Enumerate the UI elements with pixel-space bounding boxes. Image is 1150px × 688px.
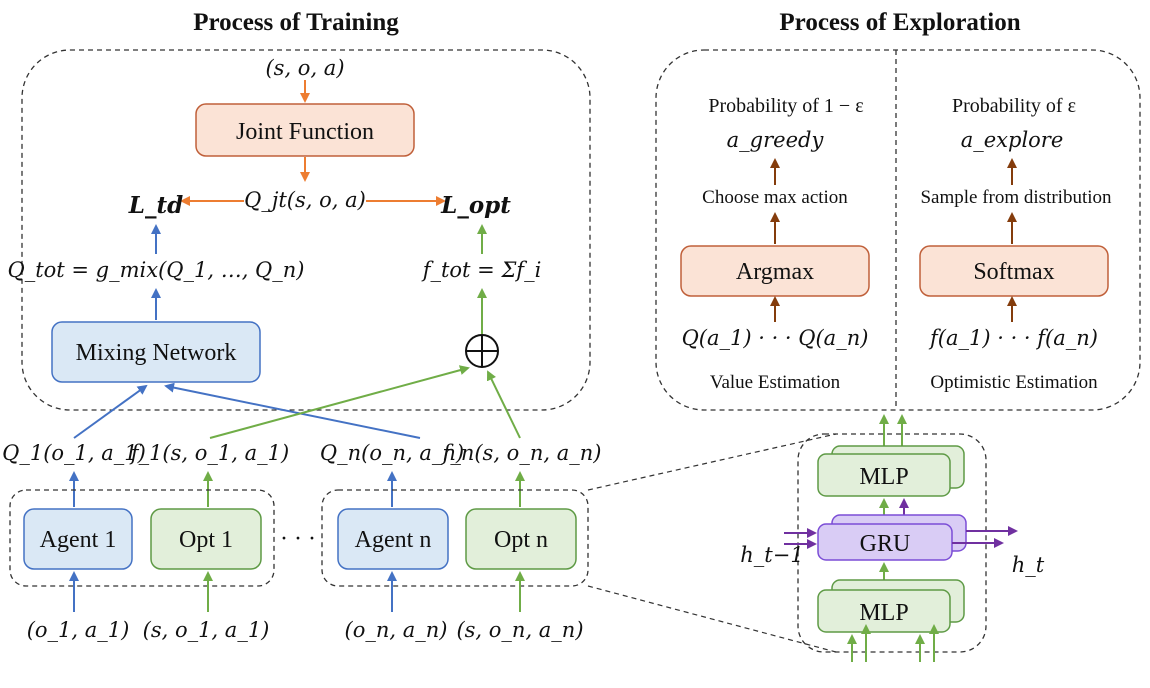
mlp-bottom-label: MLP [859, 600, 908, 626]
qn-label: Q_n(o_n, a_n) [320, 441, 464, 465]
q-values-label: Q(a_1) · · · Q(a_n) [682, 326, 869, 350]
sample-label: Sample from distribution [920, 187, 1112, 208]
value-estimation-label: Value Estimation [710, 372, 841, 393]
qn-to-mixing-arrow [164, 382, 421, 439]
zoom-line-top [587, 433, 837, 491]
fn-to-sum-arrow [486, 370, 521, 439]
fn-label: f_n(s, o_n, a_n) [441, 441, 602, 465]
qjt-label: Q_jt(s, o, a) [244, 188, 366, 212]
f1-to-sum-arrow [209, 365, 470, 439]
opt-n-label: Opt n [494, 527, 548, 553]
f1-label: f_1(s, o_1, a_1) [129, 441, 289, 465]
gru-label: GRU [860, 531, 911, 557]
agent-group-1 [9, 489, 275, 587]
prob-explore-label: Probability of ε [952, 95, 1076, 117]
training-panel [21, 49, 591, 411]
mixing-network-label: Mixing Network [76, 340, 237, 366]
qtot-label: Q_tot = g_mix(Q_1, …, Q_n) [7, 258, 304, 282]
prob-greedy-label: Probability of 1 − ε [708, 95, 863, 117]
sum-operator-icon [465, 334, 499, 368]
f-values-label: f(a_1) · · · f(a_n) [928, 326, 1098, 350]
agent1-input-label: (o_1, a_1) [27, 618, 130, 642]
opt-1-label: Opt 1 [179, 527, 233, 553]
ftot-label: f_tot = Σf_i [421, 258, 542, 282]
a-explore-label: a_explore [961, 128, 1064, 152]
agent-n-box [337, 508, 449, 570]
joint-function-box [195, 103, 415, 157]
optn-input-label: (s, o_n, a_n) [456, 618, 583, 642]
agent-group-n [321, 489, 589, 587]
softmax-label: Softmax [973, 259, 1054, 285]
optimistic-estimation-label: Optimistic Estimation [930, 372, 1098, 393]
q1-to-mixing-arrow [73, 384, 148, 439]
joint-input-label: (s, o, a) [265, 56, 344, 80]
opt1-input-label: (s, o_1, a_1) [143, 618, 270, 642]
agents-ellipsis: · · · [280, 526, 316, 552]
zoom-line-bottom [587, 585, 837, 653]
mixing-network-box [51, 321, 261, 383]
joint-function-label: Joint Function [236, 119, 374, 145]
mlp-top-box [817, 453, 951, 497]
agent-1-box [23, 508, 133, 570]
exploration-title: Process of Exploration [779, 9, 1020, 36]
mlp-bottom-box [817, 589, 951, 633]
mlp-top-label: MLP [859, 464, 908, 490]
opt-n-box [465, 508, 577, 570]
ltd-label: L_td [128, 192, 183, 219]
q1-label: Q_1(o_1, a_1) [2, 441, 146, 465]
h-prev-label: h_t−1 [740, 543, 803, 567]
agent-n-label: Agent n [355, 527, 432, 553]
choose-max-label: Choose max action [702, 187, 848, 208]
argmax-label: Argmax [736, 259, 814, 285]
training-title: Process of Training [193, 9, 399, 36]
agent-1-label: Agent 1 [40, 527, 117, 553]
a-greedy-label: a_greedy [727, 128, 825, 152]
opt-1-box [150, 508, 262, 570]
agentn-input-label: (o_n, a_n) [345, 618, 448, 642]
h-t-label: h_t [1012, 553, 1045, 577]
exploration-panel [655, 49, 1141, 411]
lopt-label: L_opt [440, 192, 511, 219]
